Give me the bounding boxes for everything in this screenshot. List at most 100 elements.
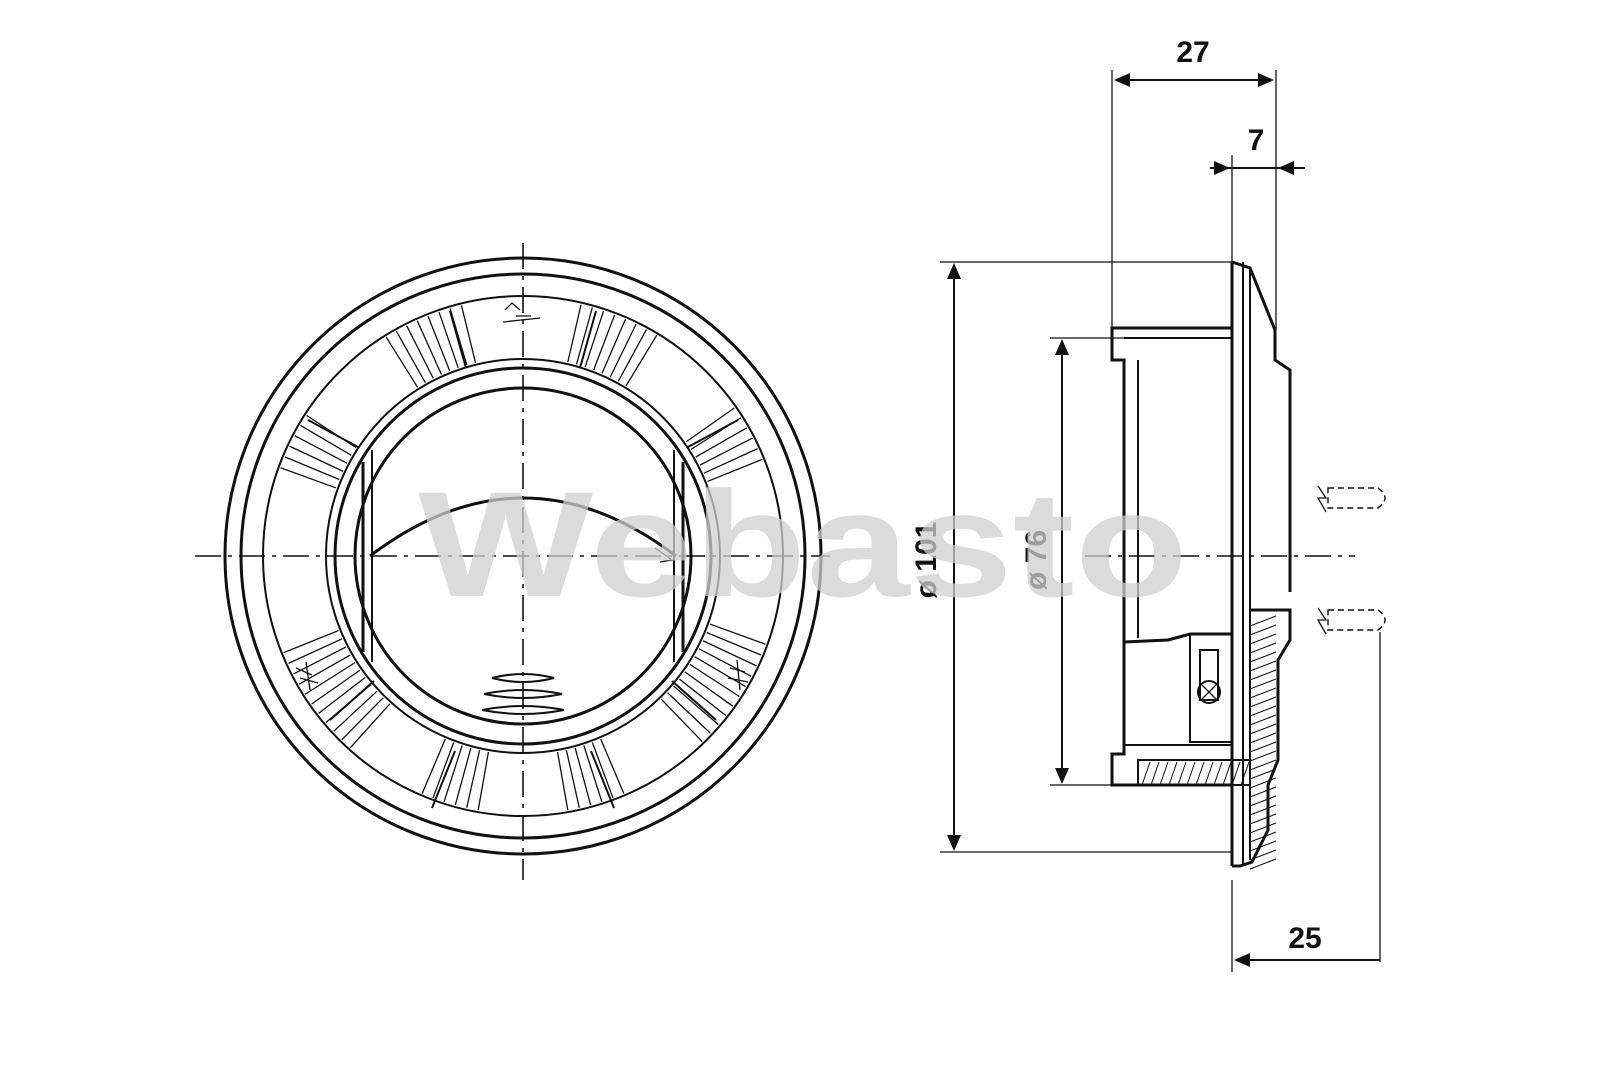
- louver-fin: [280, 467, 337, 489]
- hatch-line: [1249, 804, 1277, 816]
- louver-fin: [567, 304, 582, 363]
- louver-fin: [678, 678, 727, 717]
- louver-fin: [709, 623, 766, 645]
- louver-fin: [421, 738, 446, 794]
- hatch-line: [1249, 651, 1277, 663]
- louver-fin: [298, 654, 351, 685]
- hatch-line: [1249, 633, 1277, 645]
- hatch-line: [1204, 761, 1214, 786]
- pivot-screw: [1197, 680, 1221, 704]
- louver-fin: [593, 314, 616, 371]
- dimension-25: 25: [1231, 632, 1381, 972]
- louver-ring-outer: [262, 295, 784, 817]
- nozzle-outer: [333, 366, 713, 746]
- louver-fins: [280, 304, 766, 811]
- louver-fin: [609, 323, 637, 378]
- hatch-line: [1249, 741, 1277, 753]
- hatch-line: [1249, 714, 1277, 726]
- louver-fin: [702, 640, 757, 667]
- louver-fin: [600, 738, 625, 794]
- nozzle-inner: [353, 386, 693, 726]
- louver-fin: [667, 692, 711, 734]
- louver-fin: [673, 685, 719, 726]
- outer-rim-inner-edge: [239, 272, 807, 840]
- hatch-line: [1195, 761, 1205, 786]
- hatch-line: [1141, 761, 1151, 786]
- flange-profile-upper: [1231, 260, 1292, 592]
- hatch-line: [1249, 687, 1277, 699]
- hatch-line: [1159, 761, 1169, 786]
- hatch-line: [1222, 761, 1232, 786]
- louver-fin: [660, 698, 703, 743]
- louver-fin: [477, 751, 490, 811]
- louver-fin: [601, 318, 627, 374]
- hatch-line: [1249, 705, 1277, 717]
- louver-fin: [294, 435, 348, 464]
- louver-fin: [304, 662, 356, 695]
- louver-fin: [694, 656, 746, 688]
- louver-fin: [289, 445, 344, 472]
- deflector-arc: [369, 496, 677, 558]
- louver-fin: [284, 456, 340, 481]
- hatch-line: [1186, 761, 1196, 786]
- louver-fin: [311, 669, 361, 705]
- hatch-line: [1249, 768, 1277, 780]
- louver-fin: [454, 747, 472, 806]
- hatch-line: [1249, 723, 1277, 735]
- louver-fin: [574, 747, 592, 806]
- louver-fin: [684, 671, 734, 707]
- hatch-line: [1249, 759, 1277, 771]
- dimension-diameter-101: ø 101: [910, 261, 1232, 853]
- hatch-line: [1150, 761, 1160, 786]
- louver-fin: [703, 448, 758, 474]
- louver-fin: [584, 310, 605, 368]
- louver-fin: [288, 638, 343, 664]
- louver-fin: [565, 750, 580, 808]
- louver-fin: [591, 742, 614, 799]
- fastener-lower: [1316, 607, 1386, 635]
- hatch-line: [1231, 761, 1241, 786]
- hatch-line: [1249, 813, 1277, 825]
- hatch-line: [1249, 732, 1277, 744]
- hatch-line: [1168, 761, 1178, 786]
- louver-fin: [293, 646, 347, 675]
- louver-fin: [689, 663, 740, 698]
- hatch-line: [1177, 761, 1187, 786]
- hatch-line: [1249, 660, 1277, 672]
- louver-fin: [556, 751, 569, 811]
- hatch-line: [1249, 858, 1277, 870]
- louver-fin: [699, 437, 753, 466]
- dim-label-101: ø 101: [910, 522, 943, 599]
- hatch-line: [1249, 669, 1277, 681]
- louver-fin: [349, 703, 391, 749]
- ring-marks: [295, 302, 749, 691]
- dimensions: 27 7 ø 101 ø 76: [910, 36, 1381, 972]
- louver-fin: [583, 745, 603, 802]
- louver-fin: [341, 697, 384, 741]
- hatch-line: [1240, 761, 1250, 786]
- dim-label-25: 25: [1288, 922, 1321, 955]
- louver-fin: [707, 458, 763, 483]
- louver-fin: [432, 742, 455, 799]
- louver-fin: [406, 325, 434, 379]
- louver-fin: [385, 336, 419, 388]
- louver-fin: [300, 424, 352, 456]
- hatch-line: [1249, 795, 1277, 807]
- front-view: [195, 243, 830, 880]
- hatch-line: [1249, 678, 1277, 690]
- segment-separators: [307, 310, 739, 809]
- louver-fin: [333, 690, 378, 732]
- hatch-line: [1213, 761, 1223, 786]
- dimension-27: 27: [1111, 36, 1277, 345]
- dim-label-27: 27: [1176, 36, 1209, 69]
- hatch-line: [1249, 624, 1277, 636]
- louver-fin: [575, 307, 594, 365]
- hatch-line: [1249, 840, 1277, 852]
- louver-fin: [318, 676, 366, 714]
- hatch-line: [1249, 615, 1277, 627]
- dim-label-76: ø 76: [1020, 530, 1053, 590]
- louver-fin: [617, 329, 648, 382]
- grip-slots: [481, 673, 565, 715]
- hatch-line: [1249, 696, 1277, 708]
